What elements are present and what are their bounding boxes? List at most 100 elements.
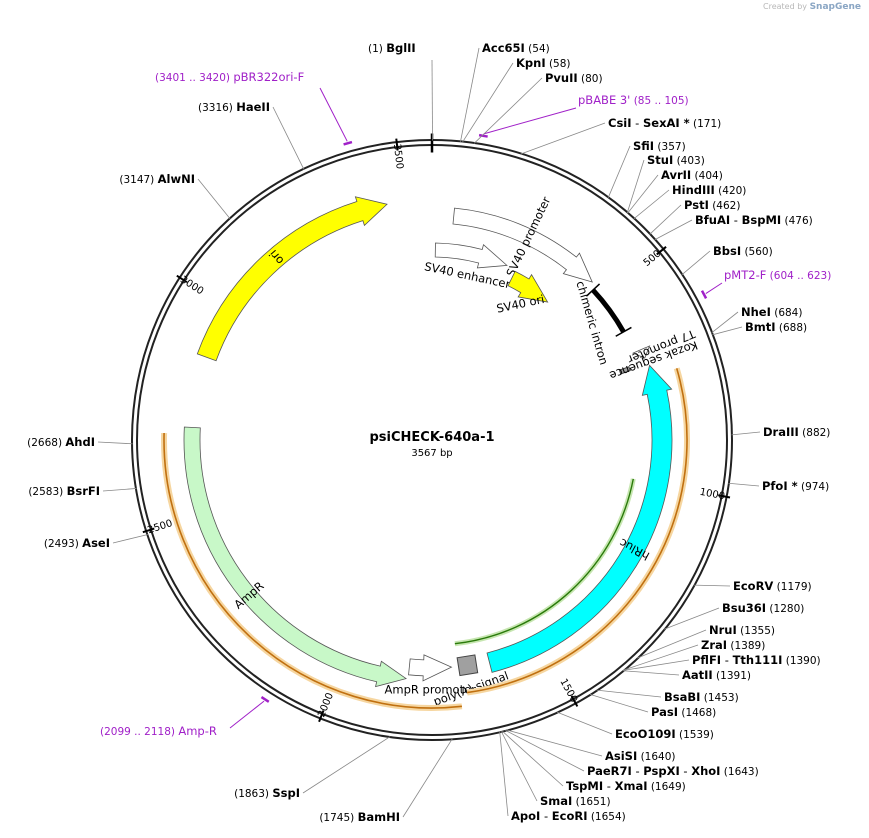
enzyme-position: (1355) xyxy=(737,625,775,637)
enzyme-position: (1863) xyxy=(234,788,272,800)
enzyme-label: StuI (403) xyxy=(647,153,705,167)
enzyme-pvuii: PvuII (80) xyxy=(473,71,603,144)
tick-mark xyxy=(318,710,325,723)
enzyme-smai: SmaI (1651) xyxy=(500,731,611,808)
enzyme-name: ZraI xyxy=(701,638,727,652)
enzyme-position: (357) xyxy=(654,141,686,153)
enzyme-name: AlwNI xyxy=(158,172,195,186)
enzyme-position: (1391) xyxy=(713,670,751,682)
enzyme-position: (974) xyxy=(798,481,830,493)
enzyme-alwni: (3147) AlwNI xyxy=(119,172,231,220)
enzyme-label: BbsI (560) xyxy=(713,244,773,258)
enzyme-label: DraIII (882) xyxy=(763,425,830,439)
enzyme-name: HindIII xyxy=(672,183,715,197)
enzyme-name: BbsI xyxy=(713,244,741,258)
enzyme-label: SmaI (1651) xyxy=(540,794,611,808)
plasmid-size: 3567 bp xyxy=(411,448,452,459)
enzyme-name: BspMI xyxy=(742,213,782,227)
enzyme-label: SfiI (357) xyxy=(633,139,686,153)
enzyme-position: (462) xyxy=(709,200,741,212)
primer-range: (85 .. 105) xyxy=(630,95,688,107)
enzyme-position: (404) xyxy=(691,170,723,182)
primer-label: pBABE 3' (85 .. 105) xyxy=(578,93,689,107)
enzyme-label: (1863) SspI xyxy=(234,786,300,800)
enzyme-label: PaeR7I - PspXI - XhoI (1643) xyxy=(587,764,759,778)
primer-amp-r: (2099 .. 2118) Amp-R xyxy=(100,696,270,738)
enzyme-name: AhdI xyxy=(65,435,95,449)
primer-label: (2099 .. 2118) Amp-R xyxy=(100,724,217,738)
feature-label: AmpR promoter xyxy=(385,682,477,696)
enzyme-label: (1745) BamHI xyxy=(319,810,400,824)
enzyme-name: SexAI * xyxy=(643,116,690,130)
enzyme-hindiii: HindIII (420) xyxy=(633,183,746,220)
enzyme-position: (1649) xyxy=(647,781,685,793)
enzyme-name: Acc65I xyxy=(482,41,525,55)
enzyme-name: PflFI xyxy=(692,653,721,667)
enzyme-name: SspI xyxy=(272,786,300,800)
enzyme-name: PvuII xyxy=(545,71,578,85)
enzyme-name: NheI xyxy=(741,305,771,319)
tick-label: 2000 xyxy=(316,691,336,719)
primer-range: (604 .. 623) xyxy=(766,270,831,282)
primer-pbabe-3: pBABE 3' (85 .. 105) xyxy=(478,93,689,138)
enzyme-position: (54) xyxy=(525,43,550,55)
tick-mark xyxy=(718,494,731,499)
enzyme-asisi: AsiSI (1640) xyxy=(506,729,676,763)
enzyme-name: KpnI xyxy=(516,56,546,70)
enzyme-bsrfi: (2583) BsrFI xyxy=(28,484,137,498)
orf-annotations xyxy=(161,367,690,711)
enzyme-pfoi: PfoI * (974) xyxy=(728,479,829,493)
tick-label: 1500 xyxy=(557,677,579,705)
feature-ampr-promoter: AmpR promoter xyxy=(385,654,477,696)
enzyme-label: AvrII (404) xyxy=(661,168,723,182)
enzyme-acc65i: Acc65I (54) xyxy=(460,41,550,142)
enzyme-name: DraIII xyxy=(763,425,799,439)
enzyme-aatii: AatII (1391) xyxy=(622,668,751,682)
primer-name: Amp-R xyxy=(178,724,217,738)
enzyme-position: (1640) xyxy=(637,751,675,763)
enzyme-label: Bsu36I (1280) xyxy=(722,601,804,615)
tick-label: 1000 xyxy=(699,487,726,503)
enzyme-name: EcoRI xyxy=(552,809,588,823)
primers-layer: (3401 .. 3420) pBR322ori-F pBABE 3' (85 .… xyxy=(100,70,831,738)
enzyme-name: StuI xyxy=(647,153,673,167)
primer-label: pMT2-F (604 .. 623) xyxy=(724,268,831,282)
enzyme-ecorv: EcoRV (1179) xyxy=(693,579,812,593)
enzyme-position: (1651) xyxy=(572,796,610,808)
enzyme-label: EcoRV (1179) xyxy=(733,579,812,593)
enzyme-position: (1468) xyxy=(678,707,716,719)
enzyme-bamhi: (1745) BamHI xyxy=(319,738,453,824)
enzyme-bsabi: BsaBI (1453) xyxy=(596,689,739,704)
enzyme-pflfi: PflFI - Tth111I (1390) xyxy=(623,653,821,671)
enzyme-name: NruI xyxy=(709,623,737,637)
enzyme-label: NruI (1355) xyxy=(709,623,775,637)
enzyme-name: PstI xyxy=(684,198,709,212)
enzyme-name: TspMI xyxy=(566,779,603,793)
enzyme-csii: CsiI - SexAI * (171) xyxy=(520,116,721,155)
enzyme-position: (688) xyxy=(776,322,808,334)
enzyme-bfuai: BfuAI - BspMI (476) xyxy=(654,213,813,241)
tick-label: 2500 xyxy=(146,518,174,536)
enzyme-sspi: (1863) SspI xyxy=(234,736,391,800)
enzyme-label: PasI (1468) xyxy=(651,705,716,719)
enzyme-name: Tth111I xyxy=(733,653,783,667)
enzyme-label: PflFI - Tth111I (1390) xyxy=(692,653,821,667)
enzyme-name: AseI xyxy=(82,536,110,550)
primer-pbr322ori-f: (3401 .. 3420) pBR322ori-F xyxy=(155,70,353,146)
enzyme-sfii: SfiI (357) xyxy=(607,139,686,198)
enzyme-label: (2668) AhdI xyxy=(27,435,95,449)
enzyme-pasi: PasI (1468) xyxy=(589,694,716,719)
enzyme-separator: - xyxy=(632,116,643,130)
enzyme-asei: (2493) AseI xyxy=(44,534,148,550)
enzyme-separator: - xyxy=(730,213,741,227)
enzyme-bbsi: BbsI (560) xyxy=(681,244,773,276)
enzyme-label: TspMI - XmaI (1649) xyxy=(566,779,686,793)
enzyme-name: HaeII xyxy=(236,100,270,114)
tick-mark xyxy=(142,527,155,534)
enzyme-position: (882) xyxy=(799,427,831,439)
enzyme-position: (1179) xyxy=(773,581,811,593)
feature-ori: ori xyxy=(196,196,388,362)
enzyme-draiii: DraIII (882) xyxy=(731,425,830,439)
